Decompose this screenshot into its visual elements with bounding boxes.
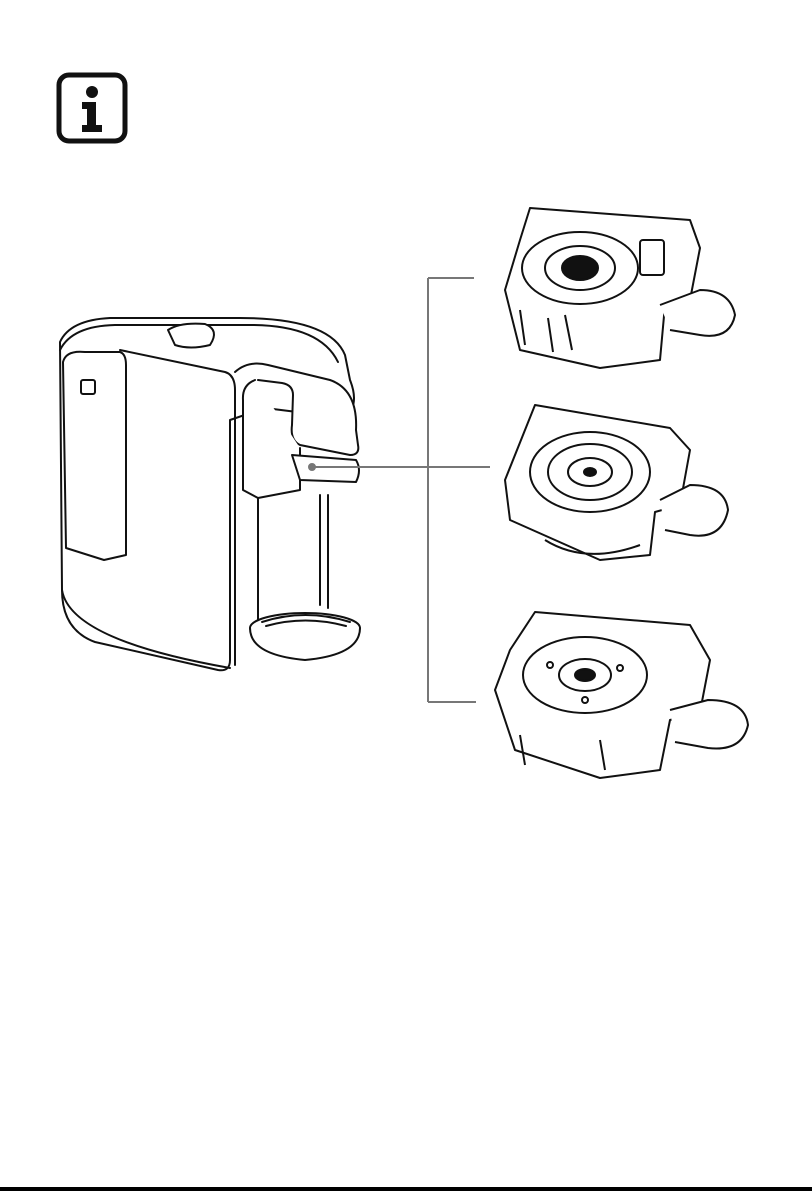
capsule-adapter-3 (495, 612, 748, 778)
capsule-adapter-1 (505, 208, 735, 368)
coffee-machine-illustration (60, 318, 360, 670)
capsule-adapter-2 (505, 405, 728, 560)
page-bottom-rule (0, 1187, 812, 1191)
